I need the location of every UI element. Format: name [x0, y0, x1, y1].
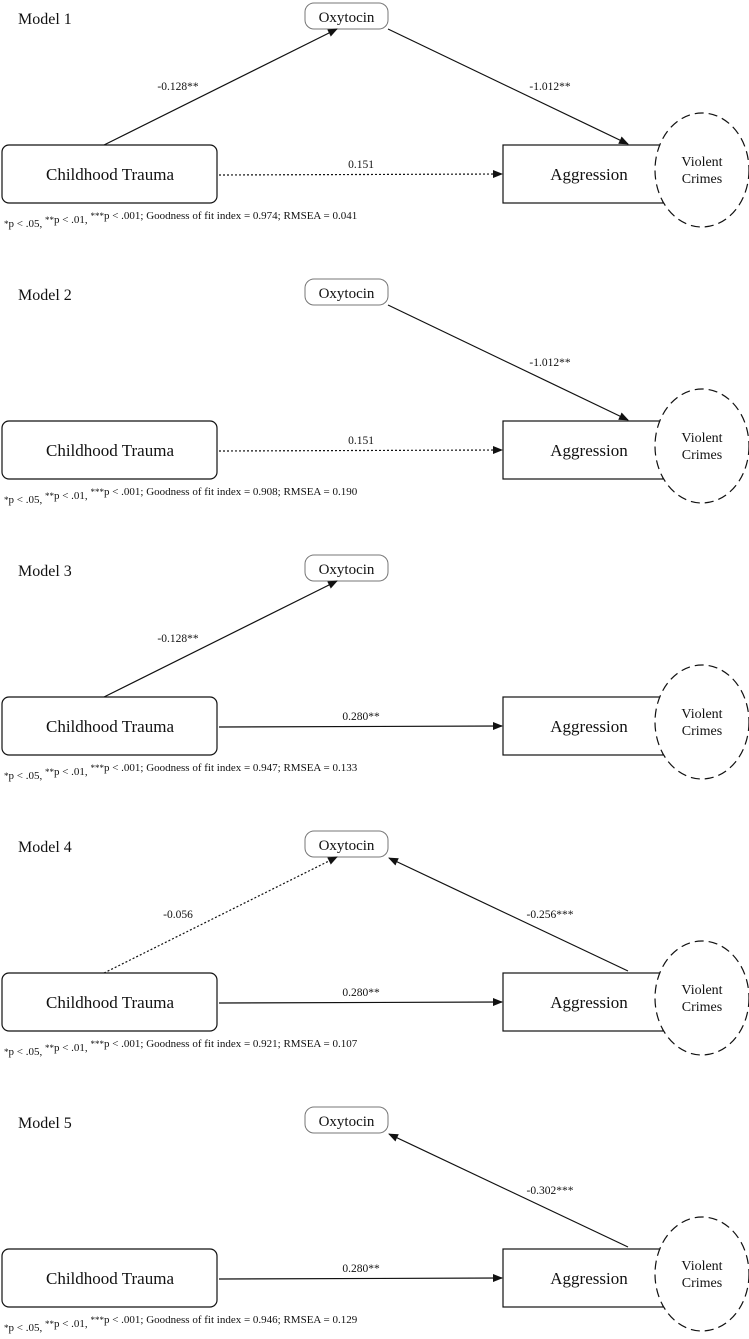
childhood-trauma-node — [1, 972, 218, 1032]
childhood-trauma-node — [1, 1248, 218, 1308]
trauma-to-oxytocin-coefficient: -0.128** — [157, 633, 198, 645]
aggression-label: Aggression — [550, 441, 628, 460]
aggression-label: Aggression — [550, 1269, 628, 1288]
fit-note: *p < .05, **p < .01, ***p < .001; Goodne… — [4, 486, 358, 506]
oxytocin-node — [304, 278, 389, 306]
oxytocin-to-aggression-coefficient: -1.012** — [529, 357, 570, 369]
fit-note: *p < .05, **p < .01, ***p < .001; Goodne… — [4, 762, 358, 782]
aggression-node — [502, 1248, 664, 1308]
oxytocin-to-aggression-arrow — [387, 304, 629, 421]
oxytocin-node — [304, 2, 389, 30]
violent-crimes-label-line2: Crimes — [682, 172, 722, 187]
trauma-to-aggression-arrow — [218, 998, 503, 1007]
violent-crimes-label-line1: Violent — [681, 431, 722, 446]
violent-crimes-node — [654, 1216, 749, 1332]
trauma-to-oxytocin-arrow — [103, 856, 338, 974]
childhood-trauma-label: Childhood Trauma — [46, 441, 174, 460]
model-title: Model 5 — [18, 1115, 72, 1132]
childhood-trauma-label: Childhood Trauma — [46, 993, 174, 1012]
violent-crimes-label-line2: Crimes — [682, 1276, 722, 1291]
fit-note: *p < .05, **p < .01, ***p < .001; Goodne… — [4, 1038, 358, 1058]
childhood-trauma-node — [1, 696, 218, 756]
oxytocin-node — [304, 1106, 389, 1134]
violent-crimes-to-oxytocin-coefficient: -0.256*** — [527, 909, 574, 921]
oxytocin-to-aggression-arrow — [387, 28, 629, 145]
violent-crimes-label-line2: Crimes — [682, 1000, 722, 1015]
violent-crimes-node — [654, 388, 749, 504]
aggression-label: Aggression — [550, 717, 628, 736]
oxytocin-node — [304, 830, 389, 858]
trauma-to-aggression-arrow — [218, 1274, 503, 1283]
model-title: Model 3 — [18, 563, 72, 580]
trauma-to-aggression-coefficient: 0.151 — [348, 159, 374, 171]
trauma-to-aggression-coefficient: 0.151 — [348, 435, 374, 447]
model-title: Model 4 — [18, 839, 72, 856]
oxytocin-node — [304, 554, 389, 582]
oxytocin-label: Oxytocin — [319, 10, 375, 26]
trauma-to-aggression-arrow — [218, 722, 503, 731]
trauma-to-aggression-coefficient: 0.280** — [342, 711, 380, 723]
trauma-to-aggression-arrow — [218, 170, 503, 179]
violent-crimes-label-line2: Crimes — [682, 724, 722, 739]
violent-crimes-label-line2: Crimes — [682, 448, 722, 463]
violent-crimes-node — [654, 112, 749, 228]
oxytocin-to-aggression-coefficient: -1.012** — [529, 81, 570, 93]
violent-crimes-to-oxytocin-coefficient: -0.302*** — [527, 1185, 574, 1197]
aggression-node — [502, 972, 664, 1032]
fit-note: *p < .05, **p < .01, ***p < .001; Goodne… — [4, 1314, 358, 1334]
fit-note: *p < .05, **p < .01, ***p < .001; Goodne… — [4, 210, 357, 230]
model-title: Model 2 — [18, 287, 72, 304]
violent-crimes-to-oxytocin-arrow — [388, 857, 629, 972]
violent-crimes-label-line1: Violent — [681, 707, 722, 722]
oxytocin-label: Oxytocin — [319, 562, 375, 578]
childhood-trauma-node — [1, 420, 218, 480]
violent-crimes-label-line1: Violent — [681, 155, 722, 170]
trauma-to-oxytocin-arrow — [103, 28, 338, 146]
aggression-label: Aggression — [550, 993, 628, 1012]
violent-crimes-node — [654, 664, 749, 780]
oxytocin-label: Oxytocin — [319, 838, 375, 854]
oxytocin-label: Oxytocin — [319, 1114, 375, 1130]
violent-crimes-label-line1: Violent — [681, 1259, 722, 1274]
childhood-trauma-label: Childhood Trauma — [46, 717, 174, 736]
trauma-to-aggression-arrow — [218, 446, 503, 455]
violent-crimes-node — [654, 940, 749, 1056]
aggression-node — [502, 144, 664, 204]
aggression-node — [502, 420, 664, 480]
trauma-to-aggression-coefficient: 0.280** — [342, 987, 380, 999]
childhood-trauma-label: Childhood Trauma — [46, 1269, 174, 1288]
childhood-trauma-node — [1, 144, 218, 204]
violent-crimes-label-line1: Violent — [681, 983, 722, 998]
model-title: Model 1 — [18, 11, 72, 28]
trauma-to-oxytocin-arrow — [103, 580, 338, 698]
trauma-to-oxytocin-coefficient: -0.056 — [163, 909, 193, 921]
oxytocin-label: Oxytocin — [319, 286, 375, 302]
trauma-to-aggression-coefficient: 0.280** — [342, 1263, 380, 1275]
violent-crimes-to-oxytocin-arrow — [388, 1133, 629, 1248]
childhood-trauma-label: Childhood Trauma — [46, 165, 174, 184]
trauma-to-oxytocin-coefficient: -0.128** — [157, 81, 198, 93]
aggression-label: Aggression — [550, 165, 628, 184]
aggression-node — [502, 696, 664, 756]
